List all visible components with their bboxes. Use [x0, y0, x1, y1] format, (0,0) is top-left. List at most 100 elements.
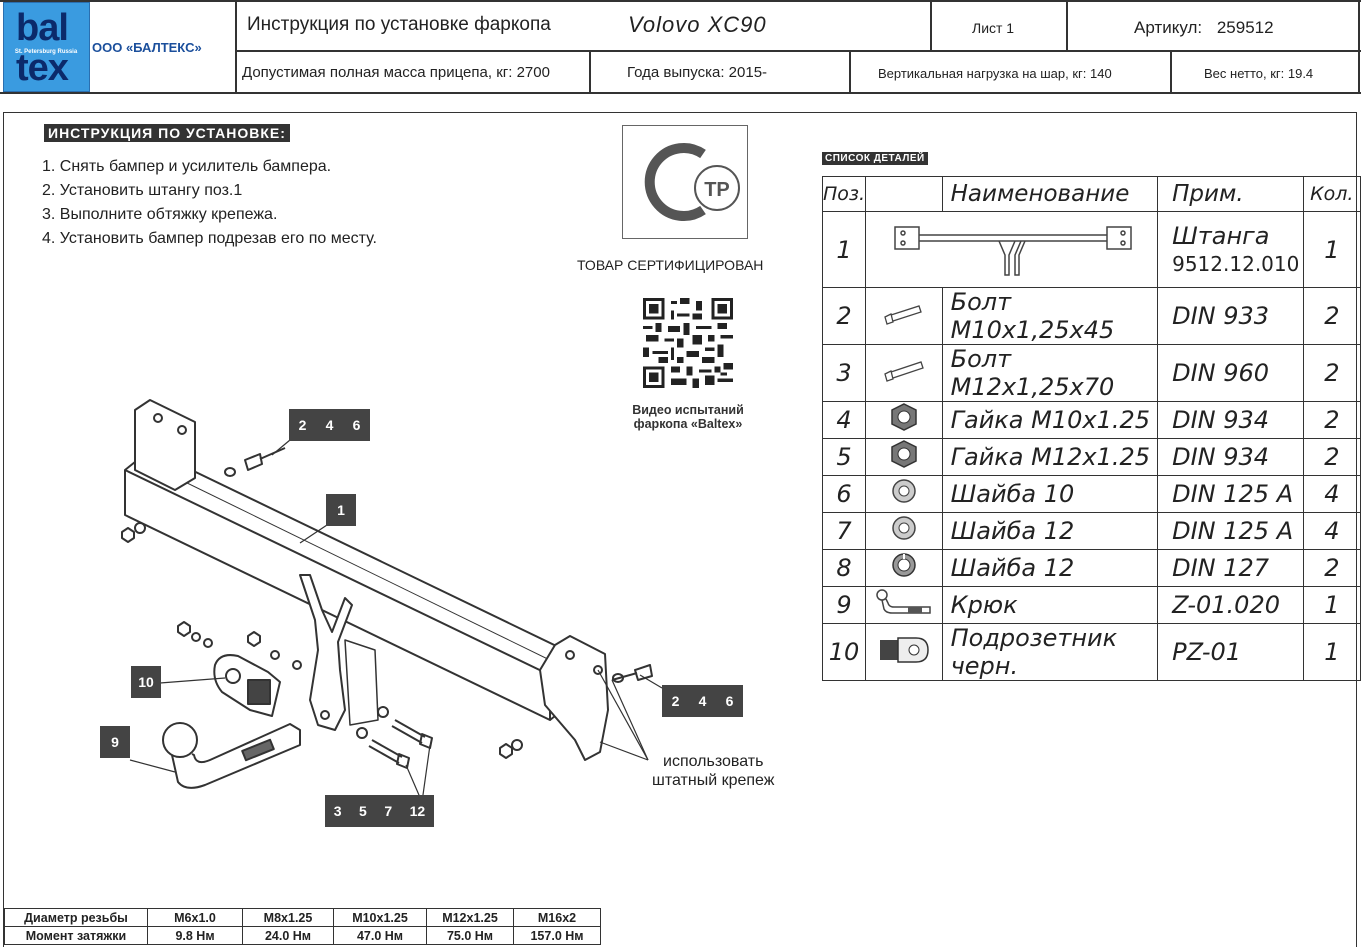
- document-title: Инструкция по установке фаркопа: [247, 14, 551, 35]
- part-note: PZ-01: [1157, 623, 1304, 681]
- part-note: DIN 125 A: [1157, 475, 1304, 513]
- washer-icon: [511, 739, 523, 751]
- header-pos: Поз.: [821, 176, 867, 212]
- part-qty: 2: [1302, 549, 1361, 587]
- part-name: Шайба 12: [941, 512, 1159, 550]
- baltex-logo: bal St. Petersburg Russia tex: [3, 2, 90, 92]
- torque-row-label: Момент затяжки: [4, 926, 148, 945]
- qr-code-icon[interactable]: [643, 298, 733, 388]
- part-pos: 8: [821, 549, 867, 587]
- callout-number: 3: [333, 803, 342, 819]
- header-frame: [1170, 50, 1172, 94]
- article-label: Артикул:: [1134, 18, 1203, 37]
- left-mounting-plate: [134, 399, 196, 491]
- instructions-title: ИНСТРУКЦИЯ ПО УСТАНОВКЕ:: [44, 124, 290, 142]
- part-qty: 2: [1302, 344, 1361, 402]
- part-name: Гайка М10х1.25: [941, 401, 1159, 439]
- part-qty: 4: [1302, 475, 1361, 513]
- callout-socket-bracket: 10: [131, 666, 161, 698]
- hook-support-bracket: [299, 574, 353, 731]
- header-name: Наименование: [941, 176, 1159, 212]
- part-pos: 7: [821, 512, 867, 550]
- tow-hook: [162, 722, 301, 789]
- video-caption-line: фаркопа «Baltex»: [633, 417, 743, 431]
- logo-text-bottom: tex: [16, 47, 69, 89]
- torque-value: 24.0 Нм: [242, 926, 334, 945]
- part-note-line: Штанга: [1172, 221, 1270, 250]
- part-qty: 1: [1302, 211, 1361, 288]
- callout-number: 6: [725, 693, 734, 709]
- part-note: DIN 127: [1157, 549, 1304, 587]
- callout-number: 5: [359, 803, 367, 819]
- bolt-icon: [611, 664, 653, 681]
- nut-icon: [499, 743, 513, 759]
- header-frame: [849, 50, 851, 94]
- part-name: Шайба 12: [941, 549, 1159, 587]
- washer-icon: [191, 632, 201, 642]
- part-image: [865, 211, 1159, 288]
- header-frame: [0, 0, 1361, 2]
- part-name: Шайба 10: [941, 475, 1159, 513]
- callout-bolts-bottom: 3 5 7 12: [325, 795, 434, 827]
- callout-number: 2: [671, 693, 680, 709]
- table-row: Диаметр резьбы М6х1.0 М8х1.25 М10х1.25 М…: [4, 908, 601, 927]
- callout-number: 9: [111, 734, 119, 750]
- table-row: 10 Подрозетник черн. PZ-01 1: [821, 623, 1361, 681]
- washer-icon: [892, 479, 916, 503]
- certification-mark: ТР: [622, 125, 748, 239]
- note-line: использовать: [663, 753, 764, 770]
- washer-icon: [224, 467, 236, 477]
- part-image: [865, 344, 943, 402]
- part-image: [865, 549, 943, 587]
- part-qty: 4: [1302, 512, 1361, 550]
- article-number: Артикул: 259512: [1134, 18, 1274, 38]
- tow-bar-icon: [893, 225, 1132, 276]
- torque-value: 9.8 Нм: [147, 926, 243, 945]
- table-row: Момент затяжки 9.8 Нм 24.0 Нм 47.0 Нм 75…: [4, 926, 601, 945]
- callout-number: 7: [384, 803, 393, 819]
- part-image: [865, 586, 943, 624]
- table-row: 2 Болт М10х1,25х45 DIN 933 2: [821, 287, 1361, 345]
- part-pos: 3: [821, 344, 867, 402]
- part-note: DIN 934: [1157, 401, 1304, 439]
- bolt-icon: [391, 719, 433, 749]
- sheet-number: Лист 1: [972, 20, 1015, 36]
- header-frame: [235, 0, 237, 94]
- parts-table-header: Поз. Наименование Прим. Кол.: [821, 176, 1361, 212]
- table-row: 3 Болт М12х1,25х70 DIN 960 2: [821, 344, 1361, 402]
- header-frame: [930, 0, 932, 51]
- parts-table: Поз. Наименование Прим. Кол. 1 Штанга 95…: [821, 176, 1361, 681]
- callout-number: 2: [298, 417, 307, 433]
- part-pos: 10: [821, 623, 867, 681]
- part-pos: 5: [821, 438, 867, 476]
- bolt-icon: [244, 447, 286, 471]
- table-row: 5 Гайка М12х1.25 DIN 934 2: [821, 438, 1361, 476]
- washer-icon: [377, 706, 389, 718]
- instruction-step: 3. Выполните обтяжку крепежа.: [42, 206, 278, 223]
- part-name: Подрозетник черн.: [941, 623, 1159, 681]
- callout-bar: 1: [326, 494, 356, 526]
- part-image: [865, 512, 943, 550]
- thread-size: М16х2: [513, 908, 601, 927]
- part-qty: 2: [1302, 438, 1361, 476]
- part-qty: 2: [1302, 401, 1361, 439]
- part-qty: 2: [1302, 287, 1361, 345]
- assembly-diagram: [121, 399, 663, 803]
- part-note: Z-01.020: [1157, 586, 1304, 624]
- socket-bracket: [213, 654, 281, 717]
- table-row: 9 Крюк Z-01.020 1: [821, 586, 1361, 624]
- under-bar-bracket: [344, 639, 379, 726]
- part-pos: 6: [821, 475, 867, 513]
- table-row: 7 Шайба 12 DIN 125 A 4: [821, 512, 1361, 550]
- part-note: Штанга 9512.12.010: [1157, 211, 1304, 288]
- logo-text-mid: St. Petersburg Russia: [14, 49, 78, 55]
- washer-icon: [892, 516, 916, 540]
- table-row: 1 Штанга 9512.12.010 1: [821, 211, 1361, 288]
- nut-icon: [177, 621, 191, 637]
- callout-number: 4: [698, 693, 707, 709]
- company-name: ООО «БАЛТЕКС»: [92, 40, 202, 55]
- header-qty: Кол.: [1302, 176, 1361, 212]
- video-caption-line: Видео испытаний: [632, 403, 744, 417]
- part-image: [865, 475, 943, 513]
- torque-value: 75.0 Нм: [426, 926, 514, 945]
